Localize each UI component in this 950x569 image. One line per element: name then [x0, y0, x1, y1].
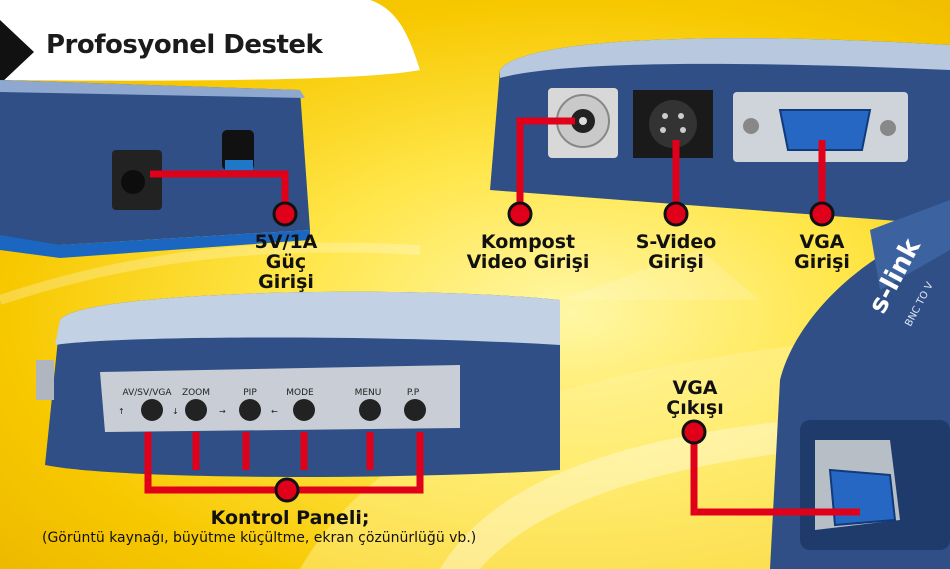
vga-in-label-line2: Girişi	[794, 251, 850, 273]
svideo-input-label: S-Video Girişi	[618, 232, 734, 272]
power-input-label: 5V/1A Güç Girişi	[236, 232, 336, 292]
arrow-tab-icon	[0, 20, 34, 84]
panel-arrows: ↑ ↓ → ←	[118, 407, 278, 416]
input-device	[490, 38, 950, 225]
svg-text:→: →	[219, 407, 226, 416]
vga-in-label-line1: VGA	[799, 231, 845, 253]
composite-input-label: Kompost Video Girişi	[458, 232, 598, 272]
svg-text:←: ←	[271, 407, 278, 416]
title-banner	[0, 0, 420, 81]
composite-label-line2: Video Girişi	[466, 251, 590, 273]
control-panel-title: Kontrol Paneli;	[210, 507, 370, 529]
button-label-pip: PIP	[243, 388, 257, 398]
button-label-menu: MENU	[355, 388, 382, 398]
input-connector-lines	[516, 117, 826, 212]
button-label-pp: P.P	[407, 388, 420, 398]
power-connector-line	[150, 170, 289, 212]
svg-text:↓: ↓	[172, 407, 179, 416]
panel-buttons	[141, 399, 426, 421]
power-label-line1: 5V/1A	[254, 231, 318, 253]
vga-out-label-line2: Çıkışı	[666, 397, 724, 419]
vga-output-device	[770, 200, 950, 569]
vga-out-label-line1: VGA	[672, 377, 718, 399]
control-panel-note: (Görüntü kaynağı, büyütme küçültme, ekra…	[42, 530, 477, 546]
composite-label-line1: Kompost	[480, 231, 576, 253]
button-label-mode: MODE	[286, 388, 314, 398]
button-label-source: AV/SV/VGA	[123, 388, 173, 398]
power-label-line2: Güç Girişi	[258, 251, 314, 293]
vga-output-label: VGA Çıkışı	[645, 378, 745, 418]
vga-input-label: VGA Girişi	[772, 232, 872, 272]
vga-out-connector-line	[690, 432, 860, 516]
page-title: Profosyonel Destek	[46, 30, 323, 60]
button-label-zoom: ZOOM	[182, 388, 210, 398]
svideo-label-line2: Girişi	[648, 251, 704, 273]
svideo-label-line1: S-Video	[635, 231, 717, 253]
power-device	[0, 80, 310, 258]
svg-text:↑: ↑	[118, 407, 125, 416]
